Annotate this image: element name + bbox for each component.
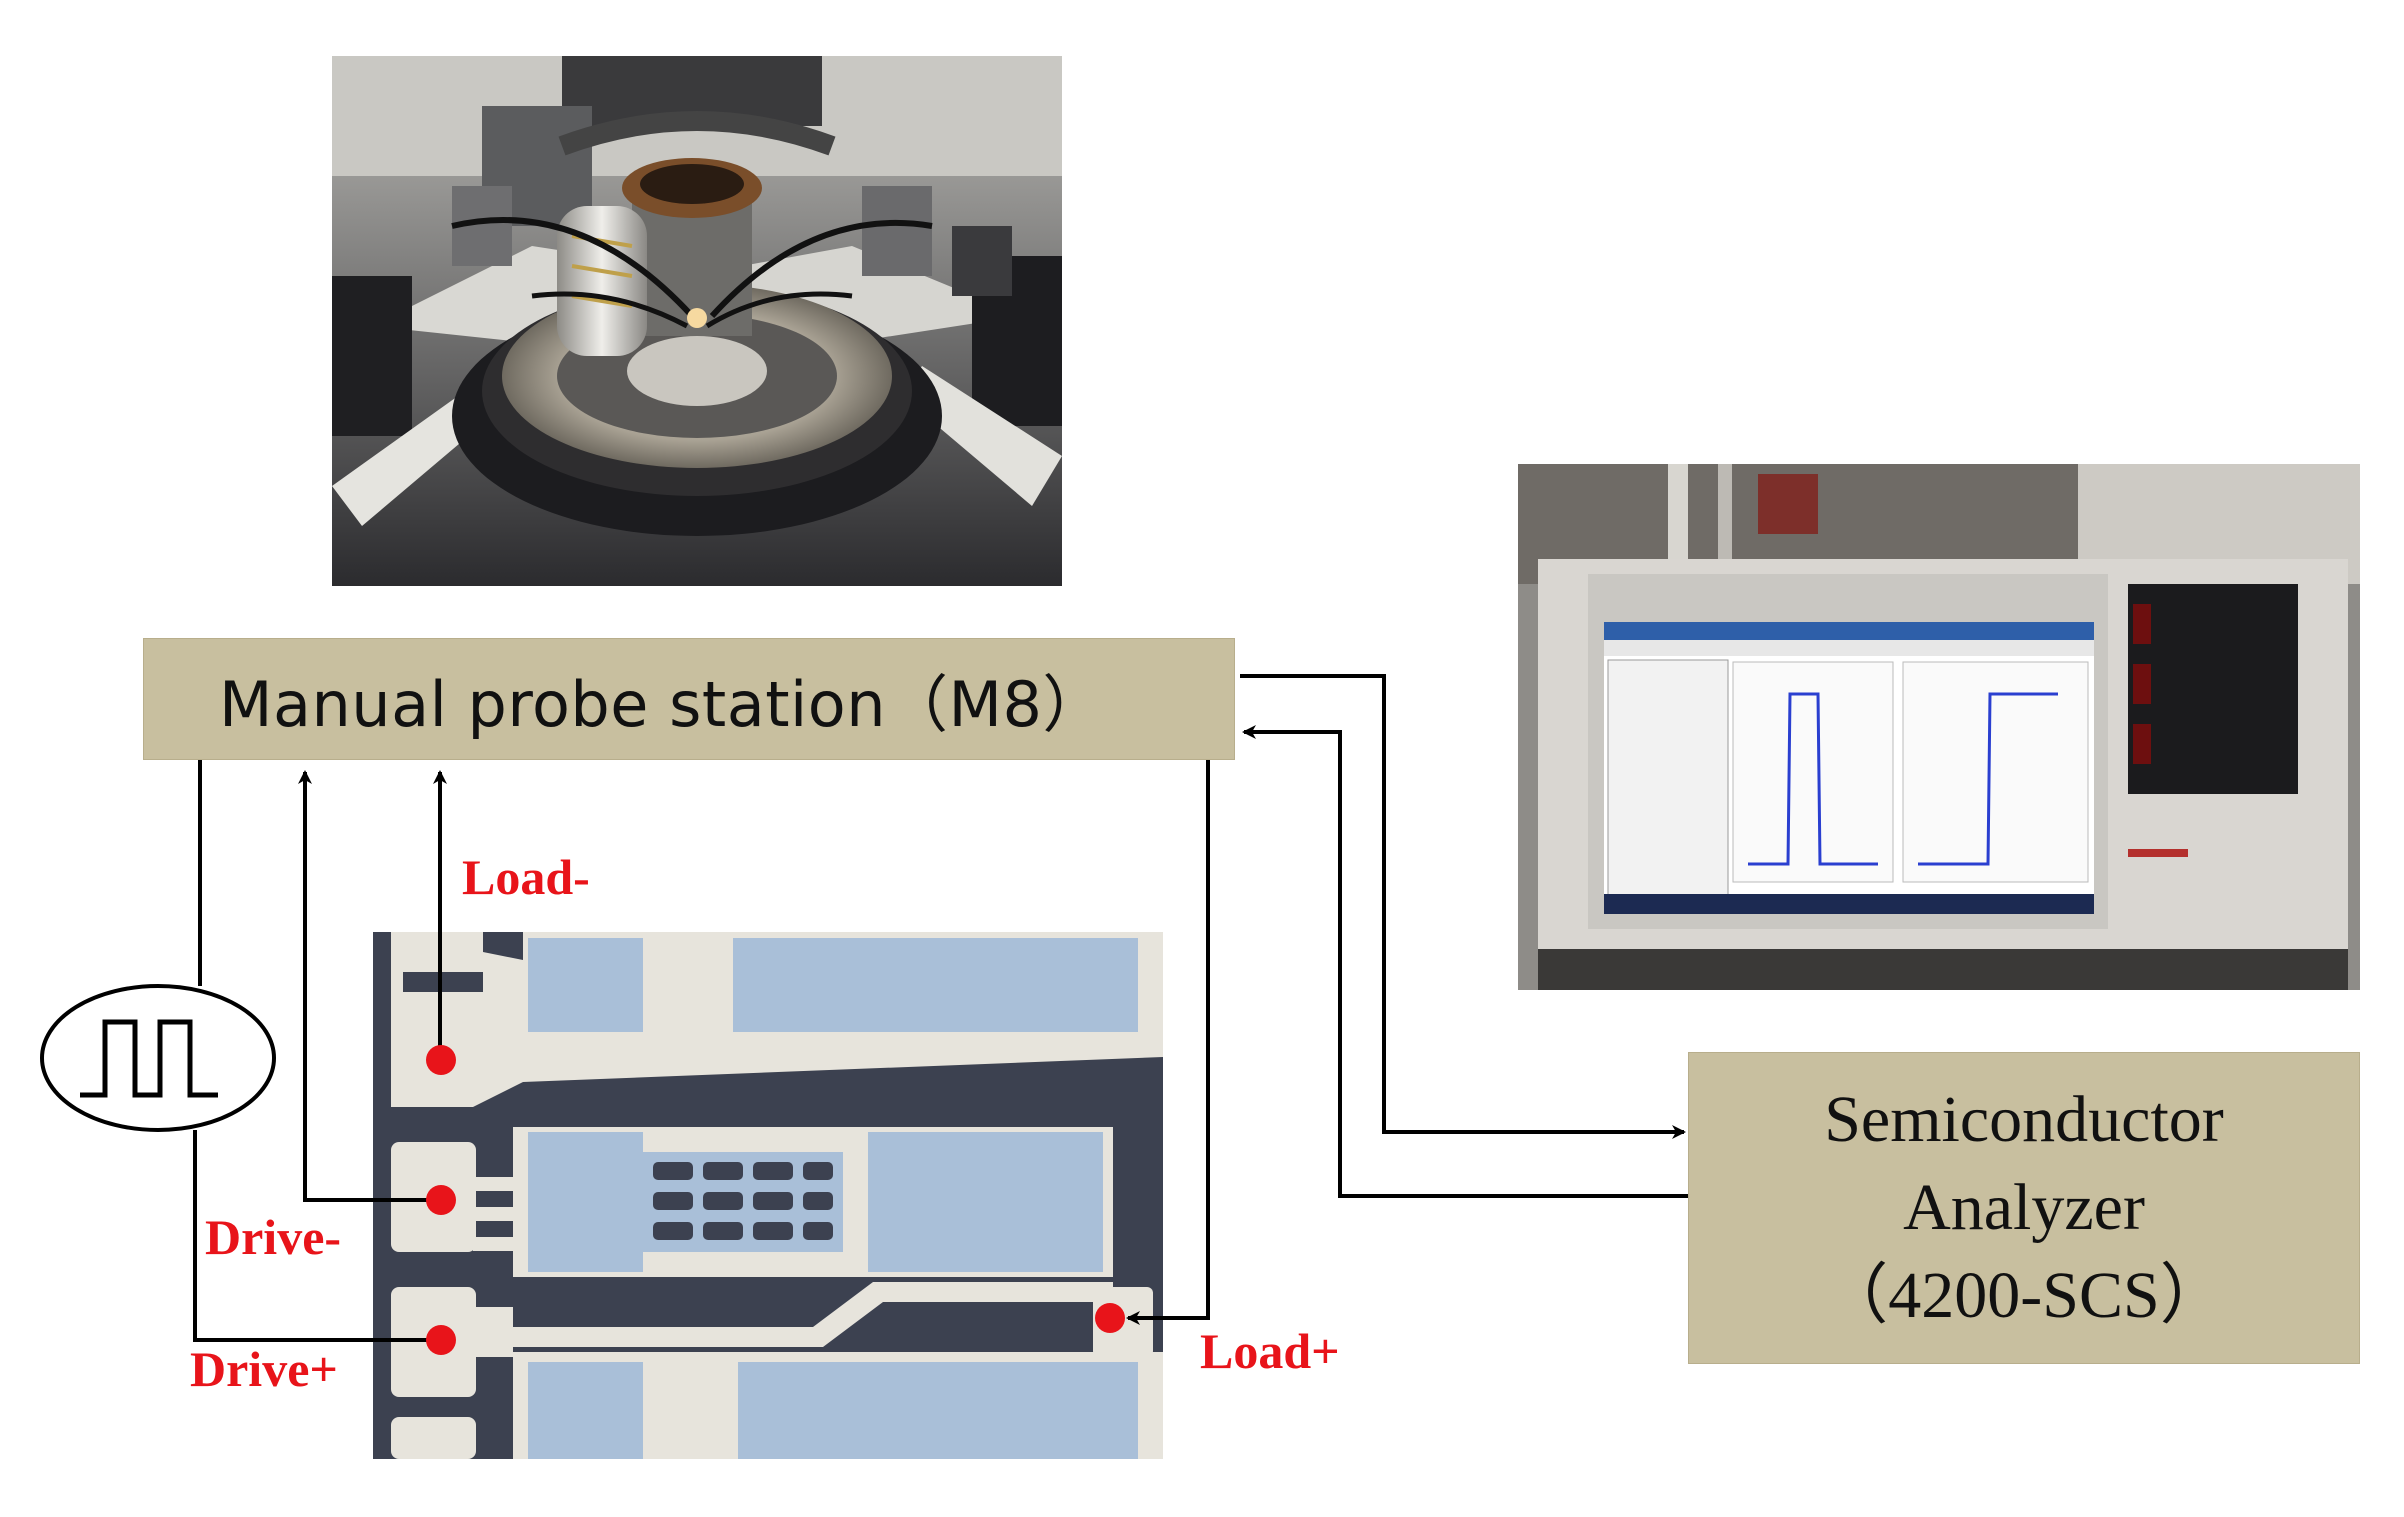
wire-drive-plus xyxy=(193,1130,442,1347)
analyzer-photo xyxy=(1518,464,2360,990)
label-load-plus: Load+ xyxy=(1200,1323,1340,1379)
probe-dot-load-minus xyxy=(426,1045,456,1075)
analyzer-label-line2: Analyzer xyxy=(1903,1171,2145,1244)
probe-station-box: Manual probe station（M8） xyxy=(143,638,1235,760)
probe-station-illustration xyxy=(332,56,1062,586)
analyzer-label-line1: Semiconductor xyxy=(1824,1083,2224,1156)
label-load-minus: Load- xyxy=(462,849,590,905)
probe-station-label: Manual probe station（M8） xyxy=(219,668,1105,741)
probe-dot-drive-minus xyxy=(426,1185,456,1215)
probe-station-photo xyxy=(332,56,1062,586)
label-drive-plus: Drive+ xyxy=(190,1341,338,1397)
pulse-generator-icon xyxy=(40,984,276,1132)
test-chip-layout xyxy=(373,932,1163,1459)
wire-drive-minus xyxy=(298,770,440,1202)
wire-load-plus xyxy=(1126,760,1210,1325)
chip-illustration xyxy=(373,932,1163,1459)
label-drive-minus: Drive- xyxy=(205,1209,342,1265)
analyzer-illustration xyxy=(1518,464,2360,990)
probe-dot-load-plus xyxy=(1095,1303,1125,1333)
wire-analyzer-to-station xyxy=(1242,725,1688,1198)
analyzer-box: Semiconductor Analyzer （4200-SCS） xyxy=(1688,1052,2360,1364)
wire-station-to-analyzer xyxy=(1240,674,1686,1139)
analyzer-label-line3: （4200-SCS） xyxy=(1822,1259,2226,1332)
probe-dot-drive-plus xyxy=(426,1325,456,1355)
